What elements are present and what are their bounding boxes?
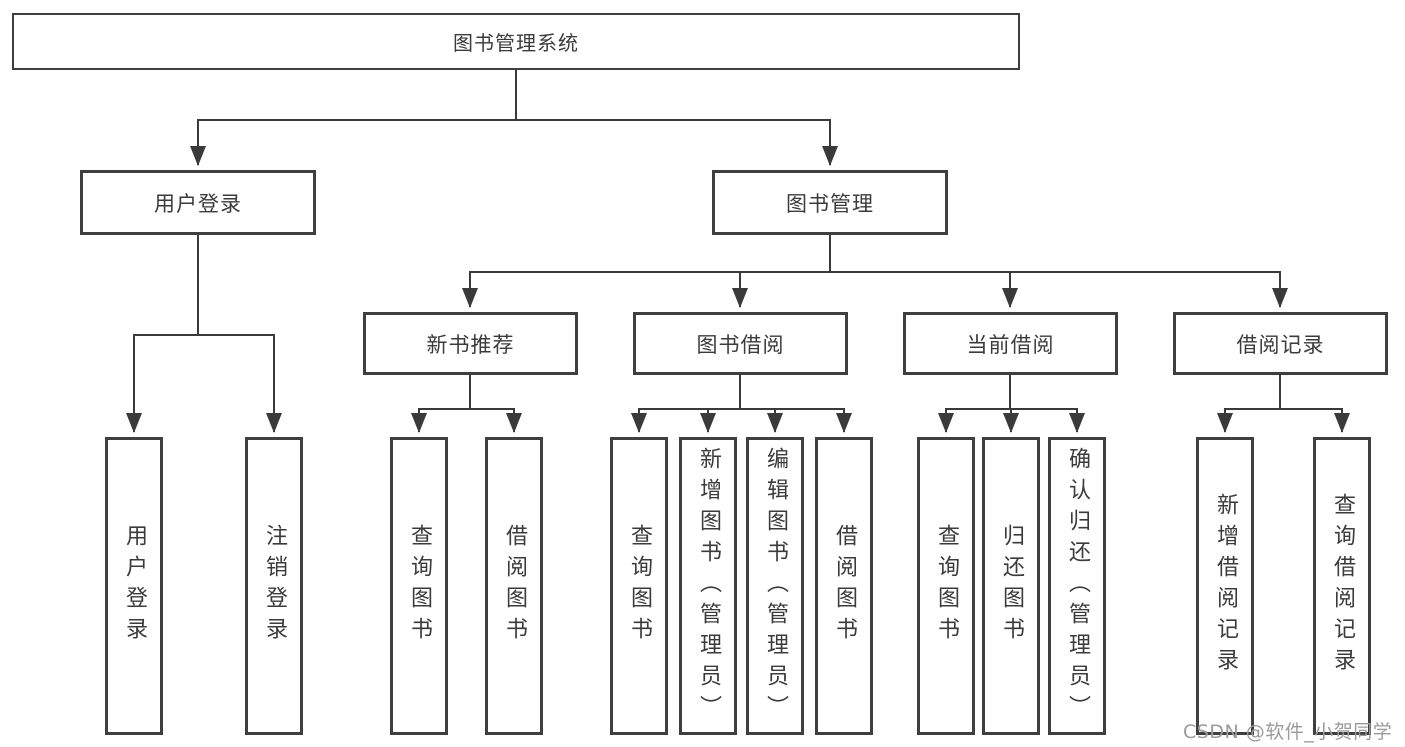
leaf-add-borrow-record-label: 新增借阅记录 <box>1213 493 1238 679</box>
leaf-query-books-recommend: 查询图书 <box>390 437 448 735</box>
node-current-borrow-label: 当前借阅 <box>966 332 1055 357</box>
leaf-query-books-recommend-label: 查询图书 <box>407 524 432 648</box>
leaf-query-books-current: 查询图书 <box>917 437 975 735</box>
leaf-borrow-books-recommend: 借阅图书 <box>485 437 543 735</box>
leaf-logout: 注销登录 <box>245 437 303 735</box>
leaf-query-books-borrow: 查询图书 <box>610 437 668 735</box>
leaf-return-books: 归还图书 <box>982 437 1040 735</box>
leaf-confirm-return-admin: 确认归还（管理员） <box>1048 437 1106 735</box>
leaf-query-borrow-record: 查询借阅记录 <box>1313 437 1371 735</box>
node-current-borrow: 当前借阅 <box>903 312 1118 375</box>
leaf-return-books-label: 归还图书 <box>999 524 1024 648</box>
connector-book-management <box>462 234 1288 308</box>
leaf-user-login-label: 用户登录 <box>122 524 147 648</box>
connector-new-book-recommend <box>411 374 522 433</box>
node-new-book-recommend: 新书推荐 <box>363 312 578 375</box>
leaf-query-borrow-record-label: 查询借阅记录 <box>1330 493 1355 679</box>
node-user-login-label: 用户登录 <box>154 191 242 216</box>
leaf-add-books-admin-label: 新增图书（管理员） <box>696 446 721 726</box>
connector-book-borrow <box>631 374 852 433</box>
node-book-management-label: 图书管理 <box>786 191 874 216</box>
leaf-edit-books-admin-label: 编辑图书（管理员） <box>763 446 788 726</box>
node-root: 图书管理系统 <box>12 13 1020 70</box>
connector-current-borrow <box>938 374 1085 433</box>
node-borrow-records-label: 借阅记录 <box>1236 332 1325 357</box>
connector-root <box>190 69 838 166</box>
node-user-login: 用户登录 <box>80 170 316 235</box>
watermark: CSDN @软件_小贺同学 <box>1183 721 1393 743</box>
leaf-add-borrow-record: 新增借阅记录 <box>1196 437 1254 735</box>
leaf-logout-label: 注销登录 <box>262 524 287 648</box>
node-root-label: 图书管理系统 <box>453 31 579 55</box>
node-book-borrow-label: 图书借阅 <box>696 332 785 357</box>
leaf-query-books-borrow-label: 查询图书 <box>627 524 652 648</box>
leaf-edit-books-admin: 编辑图书（管理员） <box>746 437 804 735</box>
leaf-add-books-admin: 新增图书（管理员） <box>679 437 737 735</box>
leaf-confirm-return-admin-label: 确认归还（管理员） <box>1065 446 1090 726</box>
leaf-user-login: 用户登录 <box>105 437 163 735</box>
node-book-management: 图书管理 <box>712 170 948 235</box>
leaf-borrow-books-recommend-label: 借阅图书 <box>502 524 527 648</box>
connector-borrow-records <box>1217 374 1350 433</box>
node-borrow-records: 借阅记录 <box>1173 312 1388 375</box>
connector-user-login <box>126 234 282 433</box>
node-book-borrow: 图书借阅 <box>633 312 848 375</box>
leaf-query-books-current-label: 查询图书 <box>934 524 959 648</box>
leaf-borrow-books: 借阅图书 <box>815 437 873 735</box>
node-new-book-recommend-label: 新书推荐 <box>426 332 515 357</box>
leaf-borrow-books-label: 借阅图书 <box>832 524 857 648</box>
